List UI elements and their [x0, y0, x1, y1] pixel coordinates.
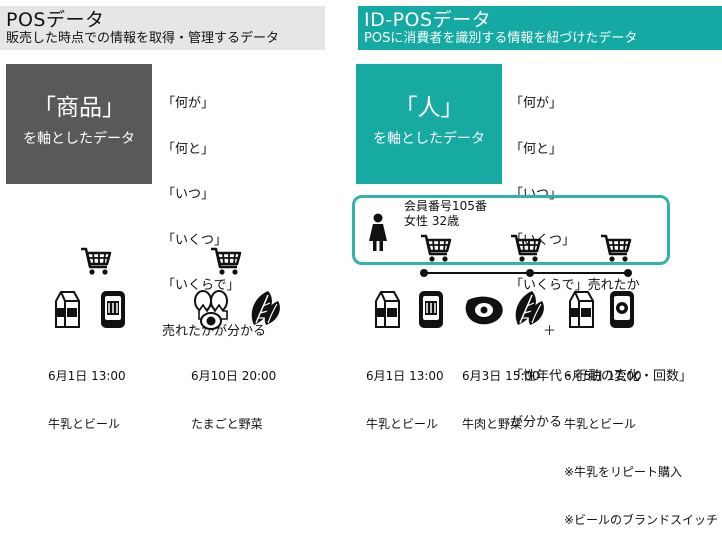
milk-carton-icon: [55, 291, 80, 328]
transaction-date: 6月10日 20:00: [191, 369, 277, 383]
shopping-cart-icon: [419, 234, 452, 263]
pos-question: 「いつ」: [162, 187, 215, 202]
pos-question-list: 「何が」 「何と」 「いつ」 「いくつ」 「いくらで」 売れたかが分かる: [162, 66, 266, 354]
beer-can-icon: [100, 290, 126, 329]
transaction-items: たまごと野菜: [191, 417, 263, 431]
idpos-question: 「何が」: [510, 96, 563, 111]
beer-can-icon: [610, 291, 634, 328]
idpos-title: ID-POSデータ: [364, 9, 492, 31]
transaction-items: 牛乳とビール: [366, 417, 439, 431]
idpos-transaction-1: 6月1日 13:00 牛乳とビール: [366, 336, 444, 448]
idpos-subject-main: 「人」: [394, 95, 464, 121]
pos-subject-box: 「商品」 を軸としたデータ: [6, 64, 152, 184]
idpos-title-bar: ID-POSデータ POSに消費者を識別する情報を紐づけたデータ: [358, 6, 722, 50]
transaction-date: 6月1日 13:00: [48, 369, 126, 383]
pos-question: 「いくつ」: [162, 232, 228, 248]
idpos-question: 「いくつ」: [510, 232, 576, 248]
pos-subject-main: 「商品」: [33, 95, 125, 121]
leaf-vegetable-icon: [514, 290, 545, 326]
pos-transaction-2: 6月10日 20:00 たまごと野菜: [191, 336, 276, 448]
pos-title: POSデータ: [6, 9, 105, 31]
milk-carton-icon: [569, 291, 594, 328]
transaction-date: 6月1日 13:00: [366, 369, 444, 383]
pos-title-bar: POSデータ 販売した時点での情報を取得・管理するデータ: [0, 6, 325, 50]
idpos-transaction-3: 6月5日 17:00 牛乳とビール ※牛乳をリピート購入 ※ビールのブランドスイ…: [564, 336, 718, 544]
purchase-timeline: [420, 269, 632, 277]
transaction-items: 牛乳とビール: [564, 417, 637, 431]
shopping-cart-icon: [509, 234, 542, 263]
pos-question: 「何と」: [162, 141, 215, 157]
idpos-subject-sub: を軸としたデータ: [373, 131, 485, 147]
transaction-note: ※牛乳をリピート購入: [564, 465, 683, 479]
steak-icon: [465, 296, 503, 325]
pos-transaction-1: 6月1日 13:00 牛乳とビール: [48, 336, 126, 448]
idpos-question: 「いつ」: [510, 187, 563, 202]
idpos-subject-box: 「人」 を軸としたデータ: [356, 64, 502, 184]
member-info: 会員番号105番女性 32歳: [404, 199, 487, 229]
woman-icon: [369, 213, 387, 251]
shopping-cart-icon: [79, 247, 112, 276]
shopping-cart-icon: [209, 247, 242, 276]
idpos-subtitle: POSに消費者を識別する情報を紐づけたデータ: [364, 31, 638, 46]
pos-subtitle: 販売した時点での情報を取得・管理するデータ: [6, 31, 280, 46]
pos-question: 「いくらで」: [162, 278, 240, 293]
transaction-date: 6月5日 17:00: [564, 369, 642, 383]
shopping-cart-icon: [599, 234, 632, 263]
pos-question: 売れたかが分かる: [162, 323, 267, 339]
idpos-question: 「いくらで」売れたか: [510, 278, 640, 293]
idpos-transaction-2: 6月3日 15:00 牛肉と野菜: [462, 336, 540, 448]
member-id: 会員番号105番: [404, 199, 487, 213]
leaf-vegetable-icon: [250, 290, 281, 326]
transaction-items: 牛肉と野菜: [462, 417, 523, 431]
beer-can-icon: [418, 290, 444, 329]
member-profile: 女性 32歳: [404, 214, 460, 228]
idpos-question: ＋: [510, 323, 557, 339]
milk-carton-icon: [375, 291, 400, 328]
transaction-note: ※ビールのブランドスイッチ: [564, 513, 719, 527]
pos-question: 「何が」: [162, 96, 215, 111]
member-frame: [352, 195, 670, 265]
transaction-items: 牛乳とビール: [48, 417, 121, 431]
idpos-question: 「何と」: [510, 141, 563, 157]
idpos-question: 「性年代・行動の変化・回数」: [510, 369, 693, 384]
eggs-icon: [194, 290, 228, 330]
transaction-date: 6月3日 15:00: [462, 369, 540, 383]
pos-subject-sub: を軸としたデータ: [23, 131, 135, 147]
